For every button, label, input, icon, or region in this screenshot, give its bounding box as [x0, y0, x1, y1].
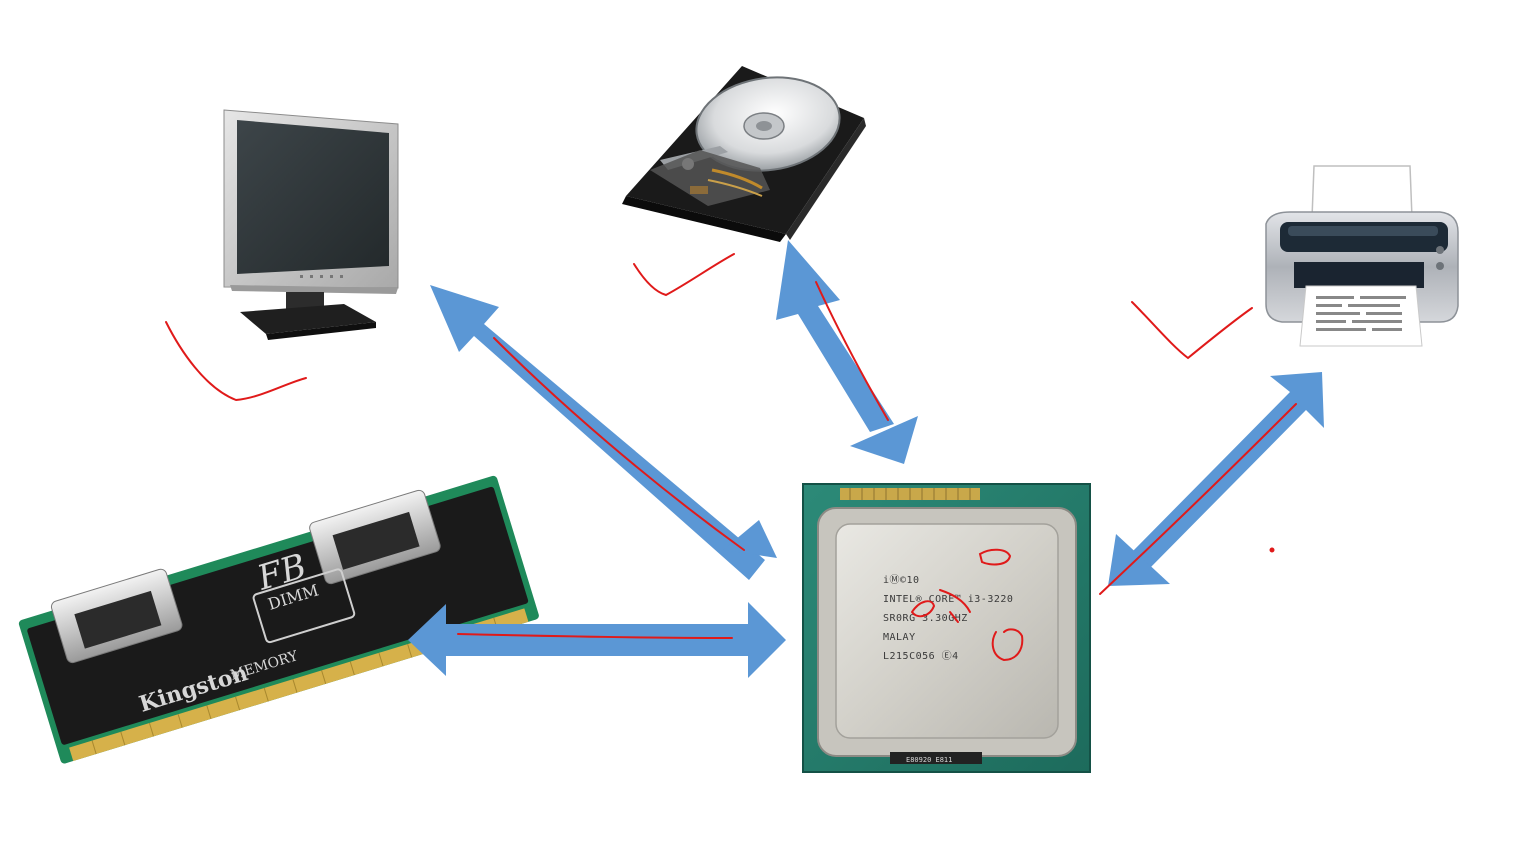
underline-harddrive-arrow: [815, 281, 889, 421]
underline-monitor-arrow: [493, 337, 745, 551]
cpu-spec-line: SR0RG 3.30GHZ: [883, 613, 968, 624]
cpu-icon: [802, 483, 1091, 773]
arrow-cpu-harddrive: [776, 240, 894, 432]
cpu-brand-line: INTEL® CORE™ i3-3220: [883, 594, 1013, 605]
annotations: [165, 253, 1297, 662]
cpu-country-line: MALAY: [883, 632, 916, 643]
hard-drive-icon: [622, 66, 866, 242]
cpu-lot-line: L215C056 Ⓔ4: [883, 650, 959, 662]
printer-icon: [1265, 165, 1459, 347]
checkmark-monitor: [165, 321, 307, 402]
circle-cpu-2: [911, 589, 971, 623]
cpu-logo-line: iⓂ©10: [883, 574, 920, 586]
underline-printer-arrow: [1099, 403, 1297, 595]
checkmark-harddrive: [633, 253, 735, 297]
monitor-icon: [223, 109, 399, 340]
dot-annotation: [1269, 547, 1275, 553]
arrow-cpu-ram: [408, 602, 786, 678]
arrow-cpu-monitor-head2: [723, 520, 777, 558]
checkmark-printer: [1131, 301, 1253, 360]
ram-module-icon: [18, 475, 539, 764]
cpu-bottom-code: E80920 E811: [906, 756, 952, 764]
arrow-cpu-harddrive-head2: [850, 416, 918, 464]
underline-ram-arrow: [457, 633, 733, 639]
circle-cpu-3: [991, 628, 1024, 662]
circle-cpu-1: [978, 548, 1012, 566]
